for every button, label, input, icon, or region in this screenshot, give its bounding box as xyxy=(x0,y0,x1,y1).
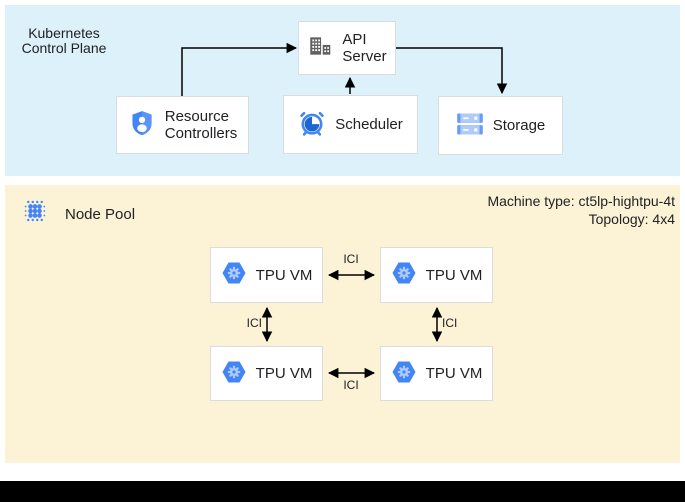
alarm-clock-icon xyxy=(298,109,326,141)
tpu-vm-box-bottom-left: TPU VM xyxy=(210,346,323,401)
storage-label: Storage xyxy=(492,117,546,134)
building-icon xyxy=(307,33,333,63)
ici-link-label-bottom: ICI xyxy=(343,378,359,392)
scheduler-label: Scheduler xyxy=(335,116,403,133)
dot-cluster-icon xyxy=(20,196,50,231)
footer-black-bar xyxy=(0,481,685,502)
ici-link-label-right: ICI xyxy=(442,316,458,330)
gke-hexagon-gear-icon xyxy=(391,360,417,388)
tpu-vm-label: TPU VM xyxy=(425,266,483,284)
shield-user-icon xyxy=(128,109,156,141)
gke-hexagon-gear-icon xyxy=(221,261,247,289)
tpu-vm-label: TPU VM xyxy=(255,266,313,284)
api-server-label: API Server xyxy=(342,31,387,65)
node-pool-metadata: Machine type: ct5lp-hightpu-4t Topology:… xyxy=(487,192,675,228)
topology-text: Topology: 4x4 xyxy=(588,211,675,227)
storage-box: Storage xyxy=(438,96,563,155)
gke-hexagon-gear-icon xyxy=(391,261,417,289)
tpu-vm-box-top-right: TPU VM xyxy=(380,247,493,303)
resource-controllers-label: Resource Controllers xyxy=(164,108,238,142)
gke-hexagon-gear-icon xyxy=(221,360,247,388)
tpu-vm-box-top-left: TPU VM xyxy=(210,247,323,303)
scheduler-box: Scheduler xyxy=(283,95,418,154)
ici-link-label-top: ICI xyxy=(343,252,359,266)
control-plane-title: Kubernetes Control Plane xyxy=(21,25,107,56)
node-pool-panel xyxy=(5,185,680,463)
resource-controllers-box: Resource Controllers xyxy=(116,96,249,154)
ici-link-label-left: ICI xyxy=(246,316,262,330)
tpu-vm-label: TPU VM xyxy=(425,365,483,382)
machine-type-text: Machine type: ct5lp-hightpu-4t xyxy=(487,193,675,209)
api-server-box: API Server xyxy=(298,21,396,75)
tpu-vm-label: TPU VM xyxy=(255,365,313,382)
tpu-vm-box-bottom-right: TPU VM xyxy=(380,346,493,401)
node-pool-title: Node Pool xyxy=(65,206,136,223)
storage-disks-icon xyxy=(456,111,484,141)
